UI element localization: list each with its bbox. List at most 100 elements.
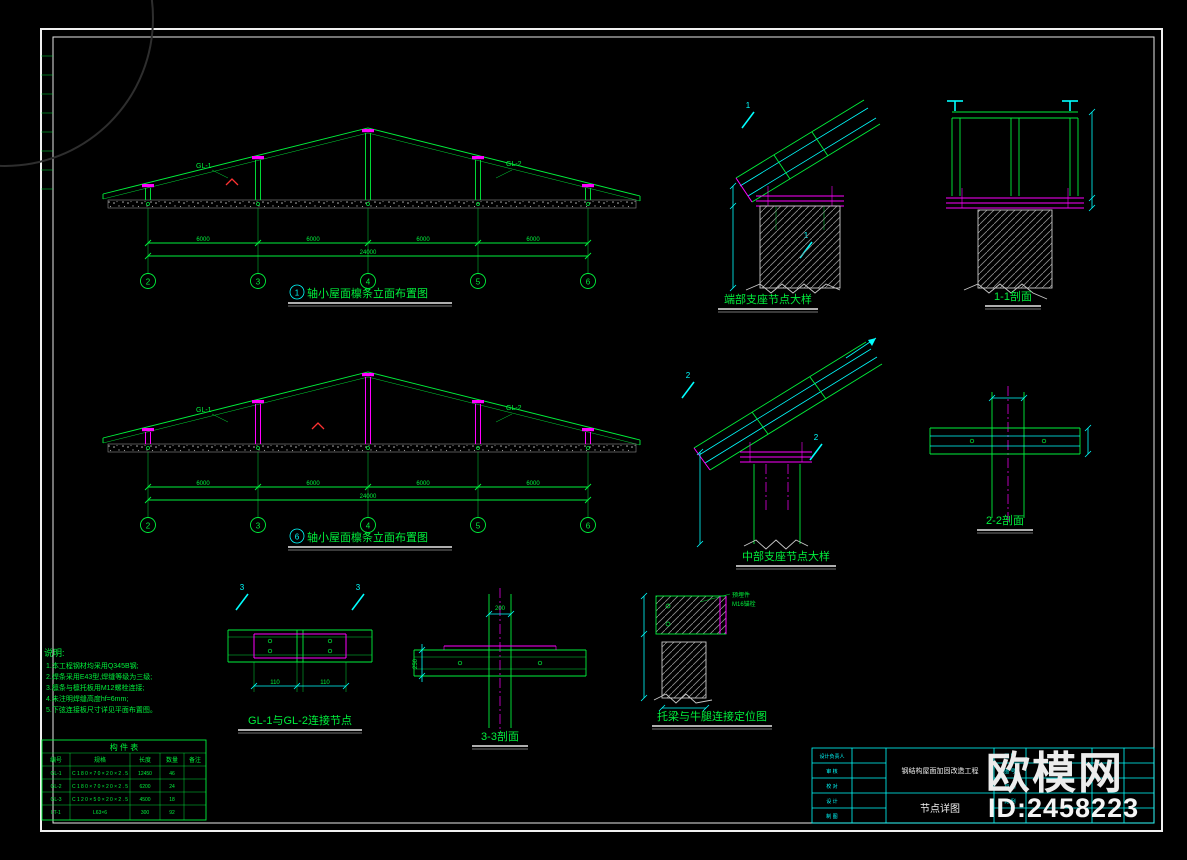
dim-text: 6000 bbox=[196, 481, 210, 487]
watermark-id: ID:2458223 bbox=[988, 793, 1139, 823]
truss-a-right-chord-label: GL-2 bbox=[506, 161, 522, 168]
bearing-plates bbox=[946, 188, 1084, 209]
dim-text: 6000 bbox=[196, 237, 210, 243]
dim-text: 24000 bbox=[360, 250, 377, 256]
figure-title: 轴小屋面檩条立面布置图 bbox=[307, 286, 428, 300]
truss-a-posts bbox=[142, 129, 594, 206]
watermark-brand: 欧模网 bbox=[986, 749, 1124, 798]
dim-text: 110 bbox=[270, 680, 280, 686]
break-line bbox=[745, 283, 841, 294]
notes-title: 说明: bbox=[44, 647, 65, 658]
section-number: 2 bbox=[686, 371, 691, 380]
table-cell: C180×70×20×2.5 bbox=[72, 784, 128, 790]
truss-b-left-chord-label: GL-1 bbox=[196, 407, 212, 414]
concrete-beam-band bbox=[107, 199, 637, 209]
col-header: 长度 bbox=[139, 756, 151, 764]
embedded-plate bbox=[655, 595, 727, 635]
axis-bubble: 4 bbox=[366, 522, 371, 531]
table-cell: 46 bbox=[169, 771, 175, 777]
revision-mark bbox=[311, 422, 325, 430]
section-1-1-label: 1-1剖面 bbox=[985, 289, 1041, 310]
table-cell: C180×70×20×2.5 bbox=[72, 771, 128, 777]
table-cell: GL-3 bbox=[50, 797, 61, 803]
section-mark-3: 3 3 bbox=[235, 583, 365, 611]
section-number: 3 bbox=[240, 583, 245, 592]
dim-text: 200 bbox=[495, 606, 506, 612]
role-label: 制 图 bbox=[826, 813, 837, 820]
table-cell: LT-1 bbox=[51, 810, 61, 816]
axis-bubble: 5 bbox=[476, 278, 481, 287]
axis-bubble: 2 bbox=[146, 278, 151, 287]
section-3-3-label: 3-3剖面 bbox=[472, 729, 528, 750]
table-cell: 18 bbox=[169, 797, 175, 803]
table-cell: 300 bbox=[141, 810, 150, 816]
dim-text: 6000 bbox=[526, 237, 540, 243]
section-number: 2 bbox=[814, 433, 819, 442]
note-item: 1.本工程钢材均采用Q345B钢; bbox=[46, 661, 139, 670]
table-cell: 92 bbox=[169, 810, 175, 816]
figure-title: 端部支座节点大样 bbox=[724, 292, 812, 306]
note-item: 2.焊条采用E43型,焊缝等级为三级; bbox=[46, 672, 152, 681]
dim-text: 24000 bbox=[360, 494, 377, 500]
note-item: 5.下弦连接板尺寸详见平面布置图。 bbox=[46, 705, 157, 714]
truss-b-axis-bubbles: 2 3 4 5 6 bbox=[140, 517, 596, 533]
bearing-plates bbox=[740, 442, 812, 463]
axis-bubble: 5 bbox=[476, 522, 481, 531]
truss-a-left-chord-label: GL-1 bbox=[196, 163, 212, 170]
axis-bubble: 3 bbox=[256, 278, 261, 287]
break-line bbox=[963, 283, 1048, 300]
leader-note: 预埋件 bbox=[732, 591, 750, 599]
col-header: 备注 bbox=[189, 756, 201, 764]
figure-title: 托梁与牛腿连接定位图 bbox=[657, 709, 767, 723]
section-number: 1 bbox=[746, 101, 751, 110]
drawing-frame bbox=[40, 28, 1163, 832]
role-label: 审 核 bbox=[826, 768, 837, 775]
break-line bbox=[653, 693, 713, 704]
axis-bubble: 4 bbox=[366, 278, 371, 287]
note-item: 3.檩条与檩托板用M12螺栓连接; bbox=[46, 683, 144, 692]
splice-plate bbox=[253, 633, 347, 659]
dim-text: 110 bbox=[320, 680, 330, 686]
revision-mark bbox=[225, 178, 239, 186]
section-mark-2: 2 2 bbox=[681, 371, 823, 461]
bracket-detail: 预埋件 M16锚栓 托梁与牛腿连接定位图 bbox=[640, 591, 772, 730]
concrete-corbel bbox=[661, 641, 707, 699]
figure-title: GL-1与GL-2连接节点 bbox=[248, 714, 352, 727]
table-cell: 4500 bbox=[139, 797, 150, 803]
truss-b-right-chord-label: GL-2 bbox=[506, 405, 522, 412]
title-axis-circle: 1 bbox=[295, 289, 300, 298]
dim-text: 6000 bbox=[306, 237, 320, 243]
table-cell: 12450 bbox=[138, 771, 152, 777]
watermark-circle bbox=[0, 0, 154, 167]
figure-title: 2-2剖面 bbox=[986, 513, 1024, 527]
truss-a-title: 1 轴小屋面檩条立面布置图 bbox=[288, 284, 452, 307]
gl-joint-detail: 3 3 110 110 bbox=[227, 583, 373, 734]
table-cell: GL-2 bbox=[50, 784, 61, 790]
gl-joint-label: GL-1与GL-2连接节点 bbox=[238, 714, 362, 734]
mid-support-detail: 2 2 中部支座节点大样 bbox=[681, 337, 883, 570]
field-label: 日 期 bbox=[1004, 784, 1015, 790]
truss-a-axis-bubbles: 2 3 4 5 6 bbox=[140, 273, 596, 289]
col-header: 数量 bbox=[166, 756, 178, 764]
table-cell: C120×50×20×2.5 bbox=[72, 797, 128, 803]
truss-b-title: 6 轴小屋面檩条立面布置图 bbox=[288, 528, 452, 551]
tee-marks bbox=[947, 100, 1078, 111]
member-table: 构 件 表 编号 规格 长度 数量 备注 GL-1 C180×70×20×2.5… bbox=[41, 739, 207, 821]
bracket-label: 托梁与牛腿连接定位图 bbox=[652, 709, 772, 730]
title-block: 设计负责人 审 核 校 对 设 计 制 图 图 别 图 号 日 期 比 例 钢结… bbox=[811, 747, 1155, 824]
title-axis-circle: 6 bbox=[295, 533, 300, 542]
axis-bubble: 3 bbox=[256, 522, 261, 531]
dim-text: 6000 bbox=[306, 481, 320, 487]
role-label: 设 计 bbox=[826, 798, 837, 805]
section-3-3: 200 250 3-3剖面 bbox=[413, 588, 587, 750]
axis-bubble: 2 bbox=[146, 522, 151, 531]
dim-text: 250 bbox=[413, 658, 419, 669]
truss-a-dimensions: 6000 6000 6000 6000 24000 bbox=[144, 208, 592, 273]
concrete-beam-band bbox=[107, 443, 637, 453]
role-label: 校 对 bbox=[826, 783, 837, 790]
dim-text: 6000 bbox=[416, 481, 430, 487]
table-title: 构 件 表 bbox=[110, 742, 138, 752]
end-support-detail: 1 1 端部支座节点大样 bbox=[718, 99, 881, 313]
role-label: 设计负责人 bbox=[819, 753, 844, 760]
